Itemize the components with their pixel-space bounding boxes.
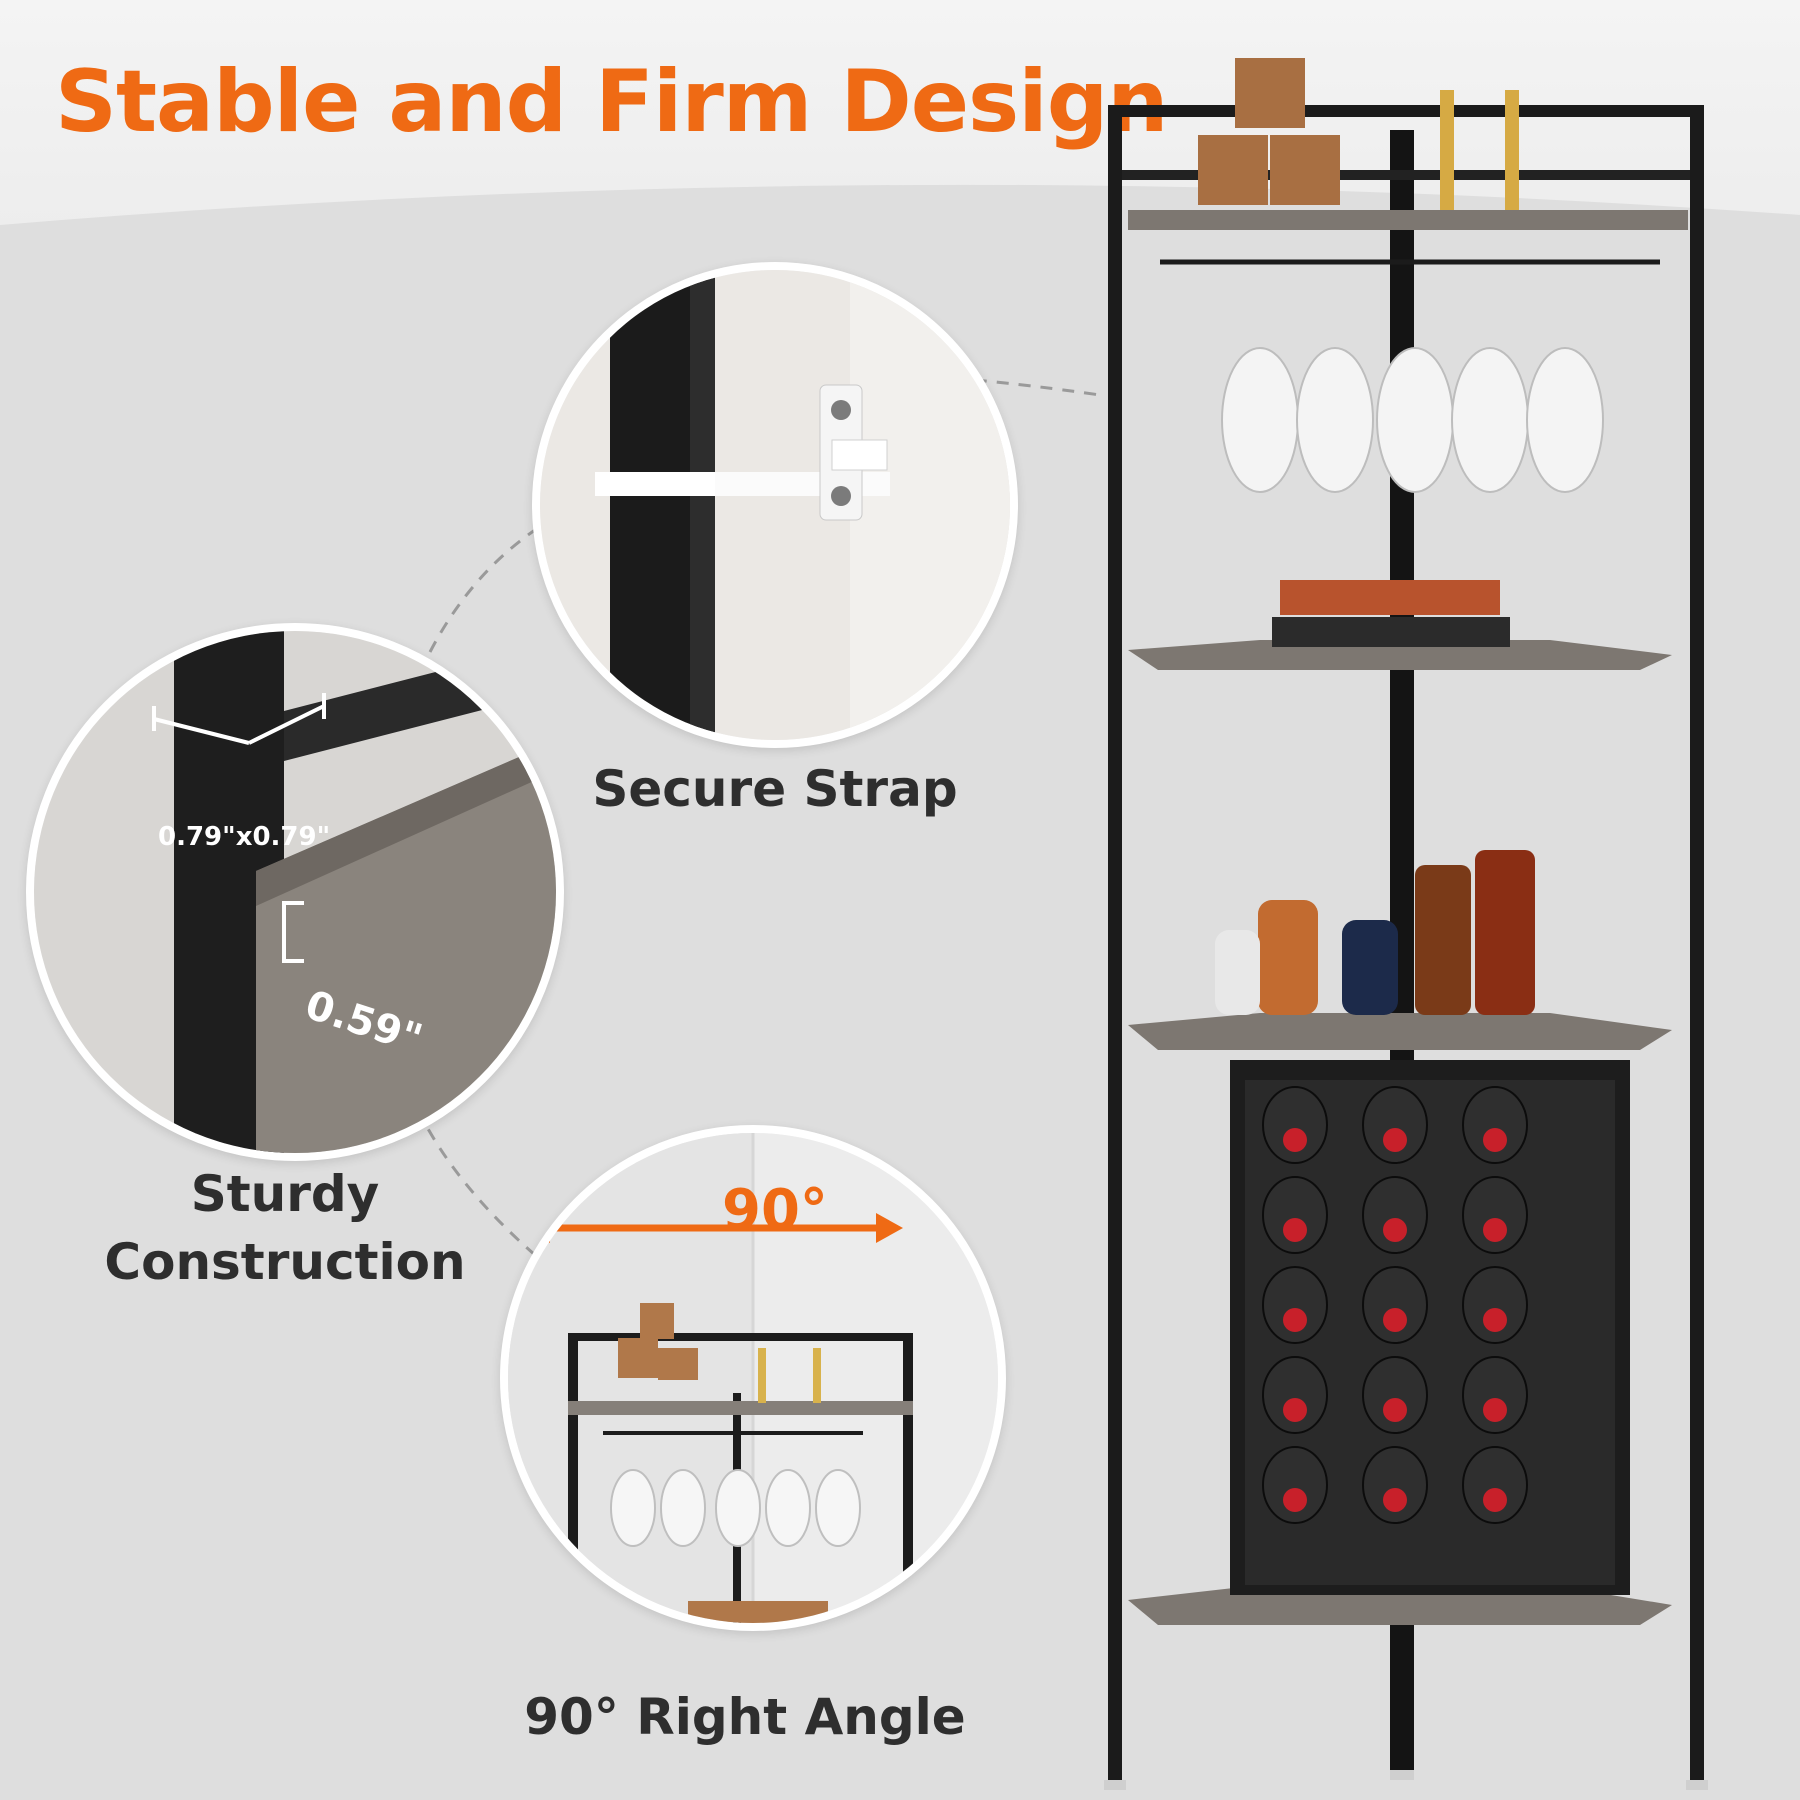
secure-strap-detail [532,262,1018,748]
right-angle-caption: 90° Right Angle [524,1688,966,1746]
secure-strap-caption: Secure Strap [592,760,958,818]
corner-wine-rack [1104,58,1708,1790]
sturdy-construction-detail [26,623,564,1161]
right-angle-detail [500,1125,1006,1631]
post-dimension-label: 0.79"x0.79" [158,822,331,852]
page-headline: Stable and Firm Design [55,52,1169,152]
angle-label: 90° [722,1178,828,1243]
sturdy-construction-caption: Sturdy Construction [104,1165,466,1291]
